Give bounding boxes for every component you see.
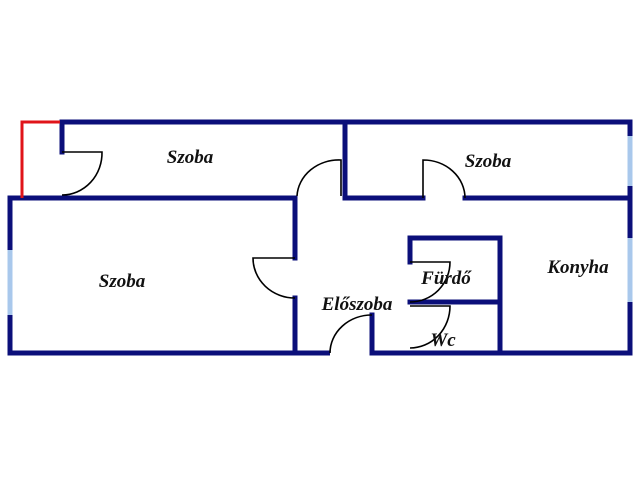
balcony-outline xyxy=(20,120,60,198)
room-label-left: Szoba xyxy=(99,271,146,292)
room-label-bathroom: Fürdő xyxy=(420,268,472,289)
room-label-top-right: Szoba xyxy=(465,151,512,172)
walls xyxy=(7,119,633,356)
bottom-door-gap xyxy=(330,312,375,357)
windows xyxy=(7,136,633,315)
doors xyxy=(61,151,466,354)
room-label-top-left: Szoba xyxy=(167,147,214,168)
room-label-kitchen: Konyha xyxy=(546,257,609,278)
room-label-hall: Előszoba xyxy=(321,294,393,315)
room-label-toilet: Wc xyxy=(430,330,456,351)
room-labels: Szoba Szoba Szoba Előszoba Fürdő Konyha … xyxy=(99,147,609,351)
